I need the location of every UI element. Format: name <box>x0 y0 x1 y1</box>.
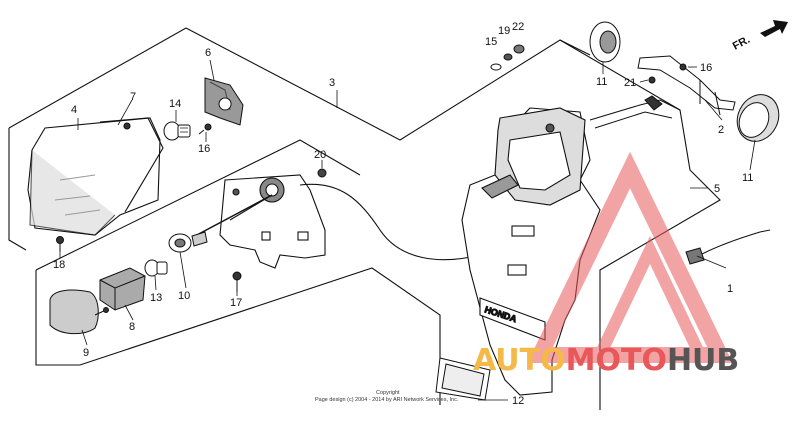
callout-16-left: 16 <box>198 143 210 155</box>
copyright-line-1: Copyright <box>376 390 400 396</box>
callout-10: 10 <box>178 290 190 302</box>
callout-5: 5 <box>714 183 720 195</box>
callout-7: 7 <box>130 91 136 103</box>
lens-9 <box>49 289 109 335</box>
callout-2: 2 <box>718 124 724 136</box>
reflector-11-left <box>589 21 621 63</box>
callout-20: 20 <box>314 149 326 161</box>
nut-22 <box>513 44 525 54</box>
callout-14: 14 <box>169 98 181 110</box>
copyright-notice: Copyright Page design (c) 2004 - 2014 by… <box>315 390 459 403</box>
nut-20 <box>317 168 327 178</box>
callout-15: 15 <box>485 36 497 48</box>
watermark-part-auto: AUTO <box>473 343 566 378</box>
washer-15 <box>490 63 502 71</box>
watermark-triangle <box>527 151 733 363</box>
callout-22: 22 <box>512 21 524 33</box>
svg-text:AUTOMOTOHUB: AUTOMOTOHUB <box>473 343 739 378</box>
watermark-part-moto: MOTO <box>566 343 667 378</box>
front-direction-arrow: FR. <box>731 20 788 53</box>
callout-16-right: 16 <box>700 62 712 74</box>
callout-18: 18 <box>53 259 65 271</box>
callout-labels: 1 2 3 4 5 6 7 8 9 10 11 11 12 13 14 15 1… <box>53 21 753 407</box>
copyright-line-2: Page design (c) 2004 - 2014 by ARI Netwo… <box>315 397 459 403</box>
bolt-18 <box>56 236 64 252</box>
callout-4: 4 <box>71 104 77 116</box>
watermark-logo: AUTOMOTOHUB <box>473 343 739 378</box>
leader-lines <box>59 59 756 401</box>
connector-1 <box>685 229 771 265</box>
callout-11-right: 11 <box>742 172 753 184</box>
arrow-right-icon <box>760 20 788 37</box>
callout-11-left: 11 <box>596 76 607 88</box>
bolt-21 <box>648 76 656 84</box>
callout-12: 12 <box>512 395 524 407</box>
reflector-11-right <box>736 94 780 142</box>
bulb-13 <box>144 259 168 277</box>
wire-bundle <box>589 95 681 129</box>
watermark-part-hub: HUB <box>667 343 739 378</box>
callout-1: 1 <box>727 283 733 295</box>
callout-19: 19 <box>498 25 510 37</box>
callout-6: 6 <box>205 47 211 59</box>
callout-21: 21 <box>624 77 636 89</box>
taillight-lens <box>27 117 164 236</box>
cover-6 <box>204 77 244 126</box>
front-direction-label: FR. <box>731 34 752 53</box>
screw-16-left <box>198 123 212 135</box>
callout-13: 13 <box>150 292 162 304</box>
bulb-14 <box>163 121 191 141</box>
nut-19 <box>503 53 513 61</box>
hardware-cluster <box>490 44 687 84</box>
rear-fender: HONDA <box>461 107 601 396</box>
callout-3: 3 <box>329 77 335 89</box>
reflector-stay-2 <box>637 55 736 116</box>
reflector-12 <box>435 357 491 401</box>
license-bracket <box>219 174 326 269</box>
callout-9: 9 <box>83 347 89 359</box>
socket-10 <box>168 231 208 253</box>
socket-8 <box>99 267 146 311</box>
screw-16-right <box>679 63 687 71</box>
screw-17 <box>232 271 242 292</box>
callout-17: 17 <box>230 297 242 309</box>
callout-8: 8 <box>129 321 135 333</box>
